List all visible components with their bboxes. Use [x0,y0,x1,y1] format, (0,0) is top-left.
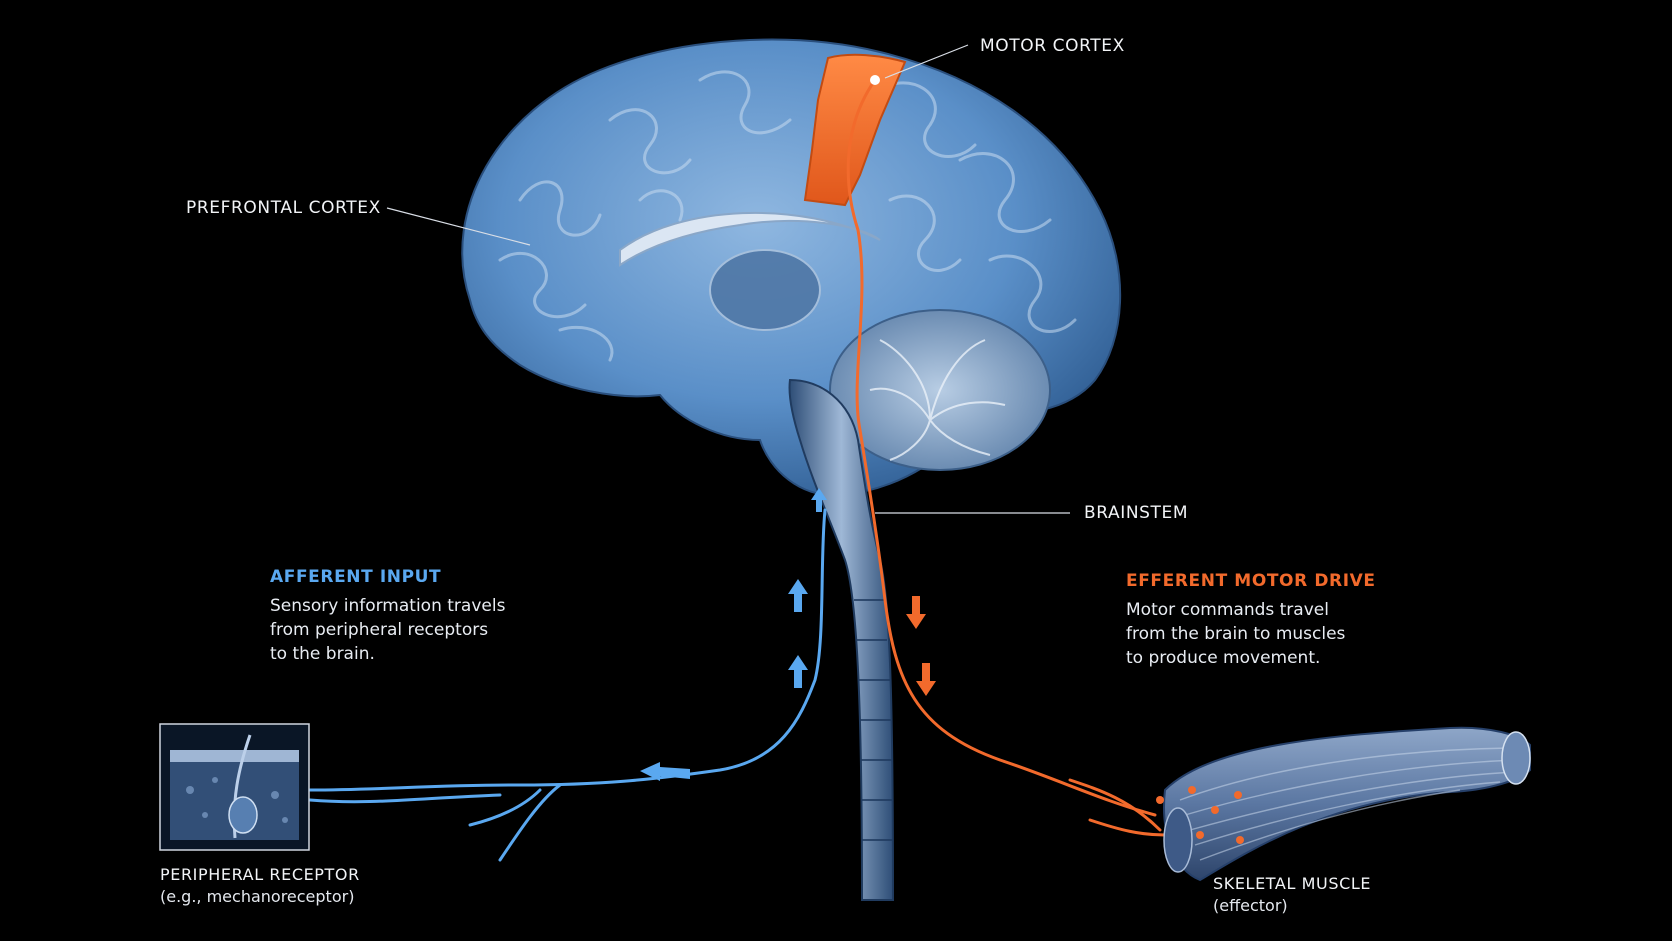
cerebellum [829,309,1051,471]
afferent-line: to the brain. [270,644,375,664]
motor-neuron-soma [870,75,880,85]
efferent-pathway [846,78,1167,837]
leader-lines [386,44,1070,514]
skeletal-muscle-sublabel: (effector) [1213,896,1288,915]
afferent-pathway [308,508,827,862]
skeletal-muscle-label: SKELETAL MUSCLE [1213,874,1372,893]
peripheral-receptor-sublabel: (e.g., mechanoreceptor) [160,887,355,906]
efferent-line: from the brain to muscles [1126,624,1346,644]
peripheral-receptor-label: PERIPHERAL RECEPTOR [160,865,360,884]
brainstem-and-spinal-cord [788,378,895,901]
skeletal-muscle-illustration [1163,726,1531,882]
peripheral-receptor-illustration [159,723,310,851]
efferent-arrows [906,596,936,696]
motor-cortex-label: MOTOR CORTEX [980,36,1125,56]
neuromuscular-junctions [1156,786,1244,844]
brainstem-label: BRAINSTEM [1084,503,1189,523]
efferent-line: to produce movement. [1126,648,1321,668]
efferent-description: Motor commands travel from the brain to … [1126,598,1345,670]
afferent-heading: AFFERENT INPUT [270,567,442,587]
efferent-heading: EFFERENT MOTOR DRIVE [1126,571,1376,591]
afferent-line: from peripheral receptors [270,620,489,640]
efferent-line: Motor commands travel [1126,600,1329,620]
afferent-line: Sensory information travels [270,596,506,616]
afferent-description: Sensory information travels from periphe… [270,594,505,666]
motor-cortex-region [803,53,907,207]
prefrontal-cortex-label: PREFRONTAL CORTEX [186,198,381,218]
afferent-arrows [640,488,827,781]
